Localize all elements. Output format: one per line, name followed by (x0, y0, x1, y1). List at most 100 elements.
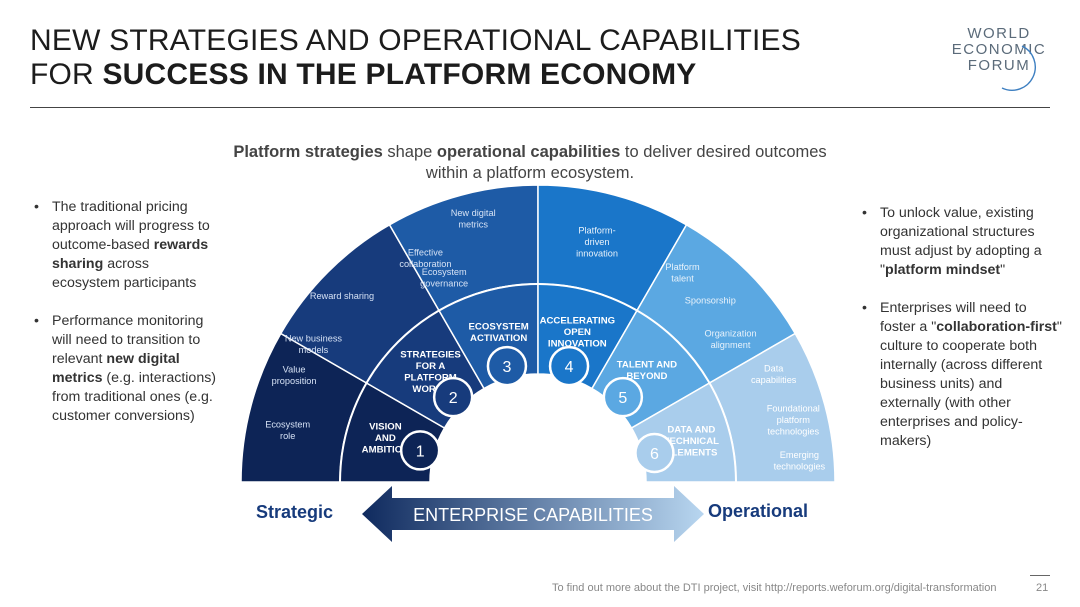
segment-4-title-line: OPEN (564, 327, 591, 338)
title-line-2: FOR SUCCESS IN THE PLATFORM ECONOMY (30, 58, 930, 92)
segment-1-title-line: AMBITION (362, 445, 410, 456)
segment-5-title-line: TALENT AND (617, 359, 677, 370)
segment-6-title-line: TECHNICAL (664, 436, 720, 447)
segment-6-item-line: technologies (774, 461, 826, 471)
segment-3-item-line: metrics (458, 220, 488, 230)
segment-3-item-line: New digital (451, 208, 496, 218)
segment-3-title-line: ECOSYSTEM (469, 321, 529, 332)
segment-3-item: Ecosystem governance (420, 267, 468, 289)
segment-4-item-line: Platform- (578, 226, 615, 236)
logo-arc-icon (1001, 45, 1036, 91)
note-bold: collaboration-first (936, 319, 1057, 335)
segment-3-item: New digital metrics (451, 208, 496, 230)
segment-2-item-line: models (299, 345, 329, 355)
segment-1-item-line: Value (283, 365, 306, 375)
note-bold: platform mindset (885, 262, 1001, 278)
segment-2-number-badge (432, 376, 474, 418)
footer-note: To find out more about the DTI project, … (552, 582, 997, 594)
segment-5-item: Organization alignment (704, 328, 756, 350)
segment-5-number: 5 (618, 390, 627, 407)
strategic-label: Strategic (256, 502, 333, 522)
segment-6-number-badge (634, 432, 675, 474)
subtitle-bold-2: operational capabilities (436, 143, 621, 161)
segment-3-item-line: governance (420, 279, 468, 289)
segment-6-item-line: technologies (767, 427, 819, 437)
wef-logo: WORLD ECONOMIC FORUM (944, 26, 1064, 96)
title-prefix: FOR (30, 58, 103, 91)
note-bold: new digital metrics (52, 351, 180, 386)
header-divider (30, 107, 1050, 108)
note-text: To unlock value, existing organizational… (880, 205, 1042, 278)
segment-2-item-line: New business (285, 333, 343, 343)
note-text: across ecosystem participants (52, 256, 197, 291)
subtitle-text-1: shape (382, 143, 437, 161)
left-note-2: •Performance monitoring will need to tra… (34, 312, 219, 426)
segment-6-item-line: capabilities (751, 375, 797, 385)
segment-4-item-line: driven (585, 237, 610, 247)
segment-3-number-badge (486, 345, 528, 387)
title-bold: SUCCESS IN THE PLATFORM ECONOMY (102, 58, 697, 91)
segment-4-title-line: INNOVATION (548, 339, 607, 350)
right-note-2: • Enterprises will need to foster a "coll… (862, 299, 1062, 451)
diagram-subtitle: Platform strategies shape operational ca… (230, 142, 830, 184)
segment-2-number: 2 (449, 390, 458, 407)
bullet-icon: • (34, 313, 39, 329)
segment-6-number: 6 (650, 446, 659, 463)
subtitle-text-2: to deliver desired outcomes within a pla… (425, 143, 827, 182)
logo-line-3: FORUM (967, 57, 1031, 74)
note-text: " culture to cooperate both internally (… (880, 319, 1062, 449)
segment-4-number: 4 (565, 359, 574, 376)
segment-4-number-badge (548, 345, 590, 387)
segment-6-title-line: ELEMENTS (665, 447, 718, 458)
bullet-icon: • (862, 300, 867, 316)
segment-6-item: Data capabilities (751, 363, 797, 385)
segment-6-item-line: Emerging (780, 450, 819, 460)
segment-6-item-line: Foundational (767, 404, 820, 414)
note-bold: rewards sharing (52, 237, 209, 272)
segment-1-item-line: Ecosystem (265, 420, 310, 430)
segment-3-number: 3 (502, 359, 511, 376)
segment-5-number-badge (602, 376, 644, 418)
segment-2-item: Reward sharing (310, 291, 374, 301)
enterprise-capabilities-arrow (362, 486, 704, 542)
left-notes: • The traditional pricing approach will p… (34, 198, 219, 445)
bullet-icon: • (34, 199, 39, 215)
segment-6-item-line: Data (764, 363, 784, 373)
segment-4-item-line: innovation (576, 249, 618, 259)
segment-5-item-line: Organization (704, 328, 756, 338)
segment-5-title-line: BEYOND (626, 371, 667, 382)
operational-label: Operational (708, 501, 808, 521)
segment-5-item-line: alignment (711, 340, 751, 350)
segment-1-title-line: VISION (369, 422, 402, 433)
segment-3-item-line: Effective (408, 247, 443, 257)
note-text: (e.g. interactions) from traditional one… (52, 370, 217, 424)
right-note-1: • To unlock value, existing organizationa… (862, 204, 1062, 280)
segment-2-item: New business models (285, 333, 343, 355)
segment-3-item-line: Ecosystem (422, 267, 467, 277)
segment-4-title-line: ACCELERATING (540, 316, 616, 327)
segment-5-item-line: talent (671, 273, 694, 283)
segment-6-item-line: platform (777, 415, 811, 425)
page-number-rule (1030, 575, 1050, 576)
title-line-1: NEW STRATEGIES AND OPERATIONAL CAPABILIT… (30, 24, 801, 57)
note-text: The traditional pricing approach will pr… (52, 199, 210, 253)
segment-3-item-line: collaboration (399, 259, 451, 269)
segment-1-title-line: AND (375, 433, 396, 444)
band-separator (339, 283, 737, 483)
segment-2-title-line: WORLD (412, 384, 448, 395)
logo-line-1: WORLD (967, 25, 1031, 42)
segment-2-item-line: Reward sharing (310, 291, 374, 301)
note-text: Enterprises will need to foster a " (880, 300, 1027, 335)
bullet-icon: • (862, 205, 867, 221)
arrow-label: ENTERPRISE CAPABILITIES (413, 505, 653, 525)
subtitle-bold-1: Platform strategies (233, 143, 383, 161)
